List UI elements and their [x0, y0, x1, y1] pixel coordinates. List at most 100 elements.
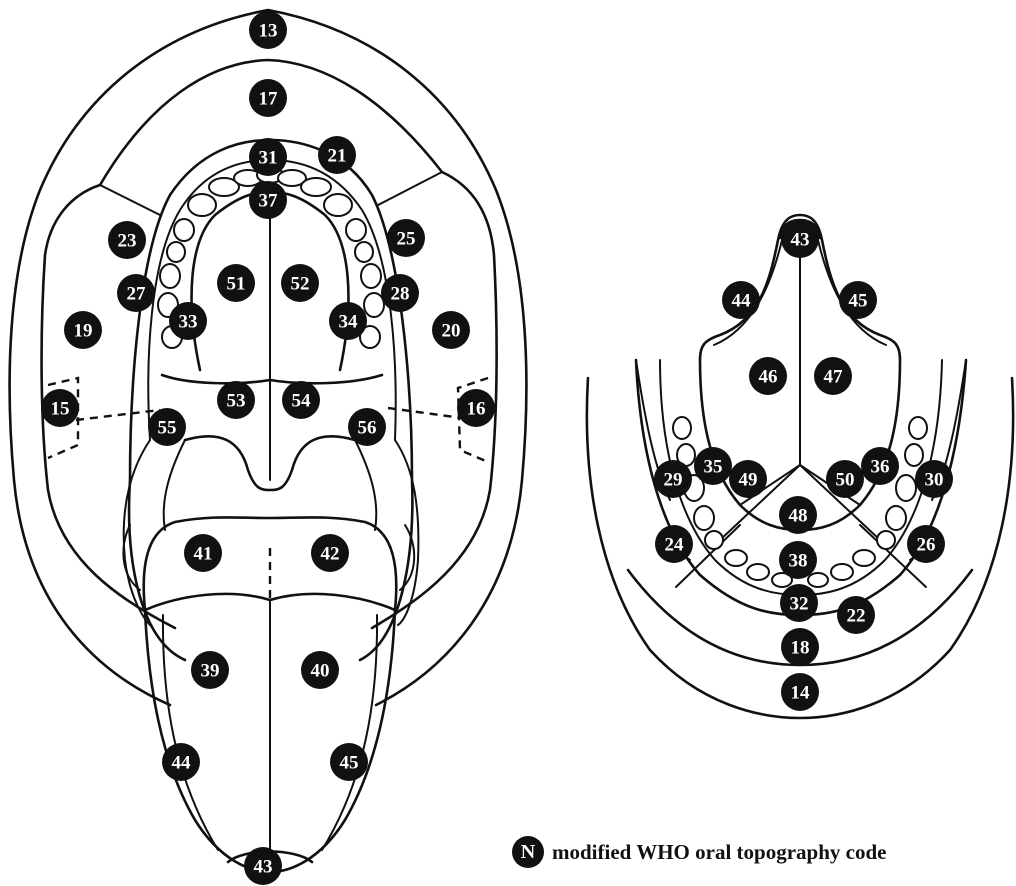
badge-code-label: 47 — [824, 367, 844, 388]
badge-code-label: 25 — [397, 229, 416, 250]
region-code-badge-43: 43 — [244, 847, 282, 885]
badge-code-label: 52 — [291, 274, 310, 295]
badge-code-label: 37 — [259, 191, 279, 212]
tooth — [725, 550, 747, 566]
region-code-badge-51: 51 — [217, 264, 255, 302]
badge-code-label: 50 — [836, 470, 855, 491]
badge-code-label: 30 — [925, 470, 944, 491]
region-code-badge-46: 46 — [749, 357, 787, 395]
region-code-badge-14: 14 — [781, 673, 819, 711]
region-code-badge-25: 25 — [387, 219, 425, 257]
soft-palate — [162, 375, 382, 383]
badge-code-label: 24 — [665, 535, 685, 556]
pharynx-right — [355, 440, 376, 530]
region-code-badge-38: 38 — [779, 541, 817, 579]
tooth — [747, 564, 769, 580]
badge-code-label: 23 — [118, 231, 137, 252]
region-code-badge-42: 42 — [311, 534, 349, 572]
badge-code-label: 48 — [789, 506, 808, 527]
cheek-divider-left — [100, 185, 160, 215]
badge-code-label: 19 — [74, 321, 93, 342]
legend-code-badge: N — [512, 836, 544, 868]
badge-code-label: 16 — [467, 399, 486, 420]
region-code-badge-28: 28 — [381, 274, 419, 312]
badge-code-label: 39 — [201, 661, 220, 682]
tooth — [831, 564, 853, 580]
tooth — [694, 506, 714, 530]
tooth — [808, 573, 828, 587]
tooth — [877, 531, 895, 549]
badge-code-label: 13 — [259, 21, 278, 42]
badge-code-label: 54 — [292, 391, 312, 412]
tooth — [705, 531, 723, 549]
tooth — [160, 264, 180, 288]
commissure-dash-left — [76, 410, 160, 420]
region-code-badge-40: 40 — [301, 651, 339, 689]
badge-code-label: 45 — [849, 291, 868, 312]
region-code-badge-20: 20 — [432, 311, 470, 349]
tooth — [174, 219, 194, 241]
badge-code-label: 40 — [311, 661, 330, 682]
tooth — [364, 293, 384, 317]
badge-code-label: 35 — [704, 457, 723, 478]
badge-code-label: 42 — [321, 544, 340, 565]
badge-code-label: 14 — [791, 683, 811, 704]
badge-code-label: 51 — [227, 274, 246, 295]
badge-code-label: 18 — [791, 638, 810, 659]
tooth — [673, 417, 691, 439]
legend: N modified WHO oral topography code — [512, 836, 886, 868]
badge-code-label: 22 — [847, 606, 866, 627]
region-code-badge-29: 29 — [654, 460, 692, 498]
tooth — [324, 194, 352, 216]
region-code-badge-31: 31 — [249, 138, 287, 176]
badge-code-label: 55 — [158, 418, 177, 439]
region-code-badge-33: 33 — [169, 302, 207, 340]
tongue-lateral-right — [322, 615, 377, 850]
region-code-badge-35: 35 — [694, 447, 732, 485]
region-code-badge-22: 22 — [837, 596, 875, 634]
badge-code-label: 38 — [789, 551, 808, 572]
region-code-badge-32: 32 — [780, 584, 818, 622]
region-code-badge-56: 56 — [348, 408, 386, 446]
tooth — [301, 178, 331, 196]
region-code-badge-30: 30 — [915, 460, 953, 498]
cheek-divider-right — [378, 172, 442, 205]
tooth — [355, 242, 373, 262]
region-code-badge-53: 53 — [217, 381, 255, 419]
region-code-badge-47: 47 — [814, 357, 852, 395]
tooth — [346, 219, 366, 241]
region-code-badge-55: 55 — [148, 408, 186, 446]
badge-code-label: 56 — [358, 418, 377, 439]
badge-code-label: 36 — [871, 457, 890, 478]
pharynx-left — [164, 440, 185, 530]
tooth — [896, 475, 916, 501]
badge-code-label: 20 — [442, 321, 461, 342]
region-code-badge-48: 48 — [779, 496, 817, 534]
badge-code-label: 43 — [791, 230, 810, 251]
region-code-badge-21: 21 — [318, 136, 356, 174]
legend-label: modified WHO oral topography code — [552, 840, 886, 865]
region-code-badge-19: 19 — [64, 311, 102, 349]
region-code-badge-17: 17 — [249, 79, 287, 117]
region-code-badge-26: 26 — [907, 525, 945, 563]
pillar-right — [395, 440, 418, 625]
region-code-badge-49: 49 — [729, 460, 767, 498]
region-code-badge-50: 50 — [826, 460, 864, 498]
region-code-badge-45: 45 — [839, 281, 877, 319]
tooth — [361, 264, 381, 288]
badge-code-label: 29 — [664, 470, 683, 491]
badge-code-label: 43 — [254, 857, 273, 878]
region-code-badge-45: 45 — [330, 743, 368, 781]
badge-code-label: 49 — [739, 470, 758, 491]
badge-code-label: 28 — [391, 284, 410, 305]
region-code-badge-37: 37 — [249, 181, 287, 219]
region-code-badge-54: 54 — [282, 381, 320, 419]
badge-code-label: 34 — [339, 312, 359, 333]
region-code-badge-43: 43 — [781, 220, 819, 258]
badge-code-label: 53 — [227, 391, 246, 412]
badge-code-label: 31 — [259, 148, 278, 169]
region-code-badge-44: 44 — [722, 281, 760, 319]
badge-code-label: 45 — [340, 753, 359, 774]
